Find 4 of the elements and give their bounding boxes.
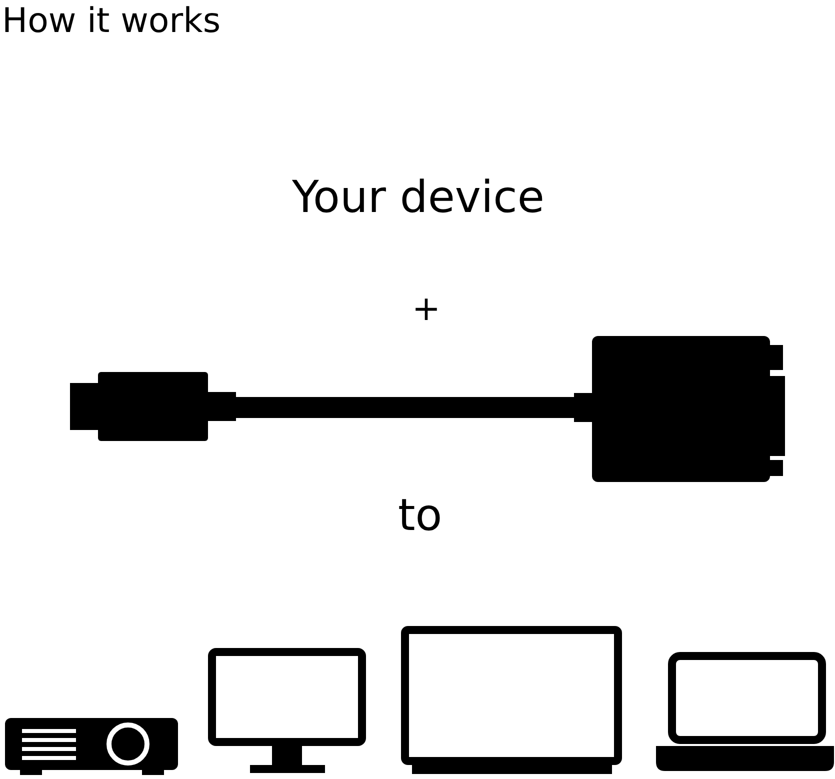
plus-sign: + <box>412 292 440 326</box>
title: How it works <box>2 4 221 38</box>
heading-text: Your device <box>292 176 544 220</box>
connector-text: to <box>398 494 442 538</box>
